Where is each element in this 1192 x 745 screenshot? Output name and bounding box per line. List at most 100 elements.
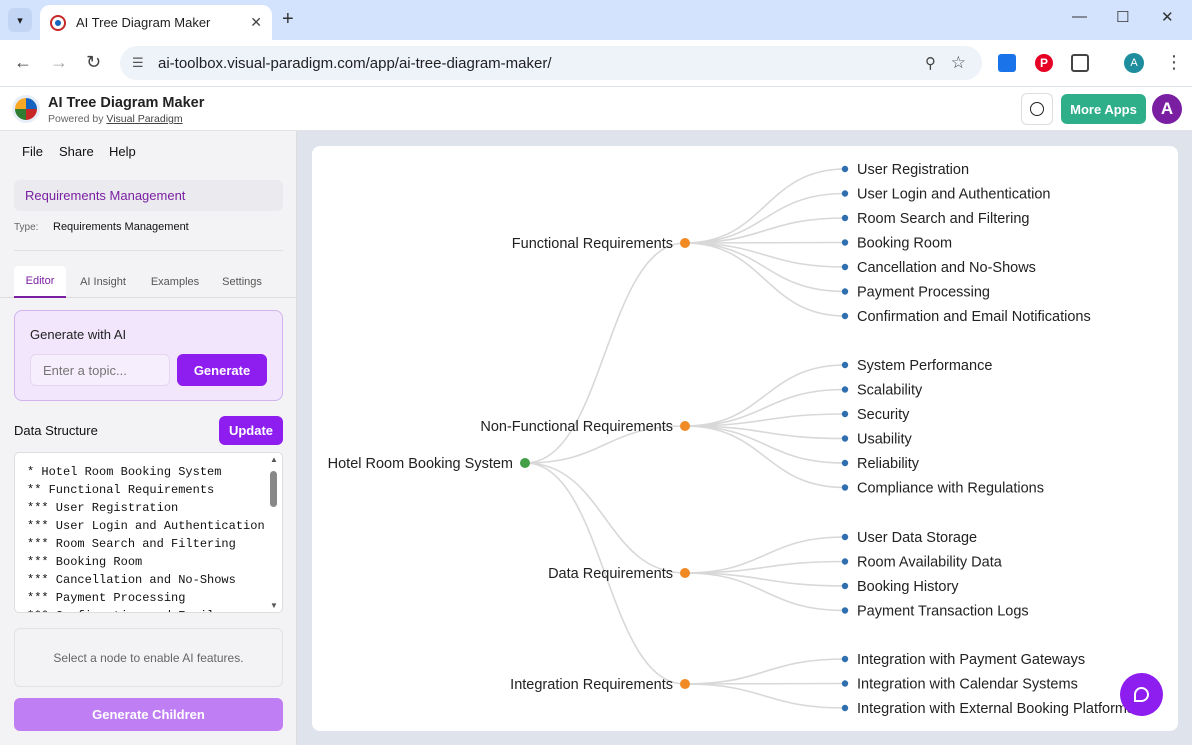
leaf-node-label[interactable]: Security [857,407,910,423]
branch-node-dot[interactable] [680,238,690,248]
more-apps-button[interactable]: More Apps [1061,94,1146,124]
branch-node-dot[interactable] [680,421,690,431]
leaf-node-dot[interactable] [841,607,849,614]
leaf-node-label[interactable]: Cancellation and No-Shows [857,260,1036,276]
root-node-dot[interactable] [520,458,530,468]
leaf-node-label[interactable]: Usability [857,432,913,448]
leaf-node-dot[interactable] [841,435,849,442]
leaf-node-dot[interactable] [841,165,849,173]
user-avatar[interactable]: A [1152,94,1182,124]
leaf-node-label[interactable]: Compliance with Regulations [857,481,1044,497]
leaf-node-label[interactable]: Integration with Payment Gateways [857,652,1085,668]
bookmark-star-icon[interactable]: ☆ [950,53,966,72]
forward-icon[interactable]: → [50,52,68,72]
leaf-node-dot[interactable] [841,263,849,271]
url-text[interactable]: ai-toolbox.visual-paradigm.com/app/ai-tr… [158,54,552,72]
site-settings-icon[interactable]: ☰ [132,55,144,70]
minimize-icon[interactable]: — [1072,8,1087,25]
leaf-node-label[interactable]: Reliability [857,456,920,472]
leaf-node-dot[interactable] [841,386,849,393]
branch-node-label[interactable]: Non-Functional Requirements [480,419,673,435]
menu-file[interactable]: File [22,144,43,159]
leaf-node-label[interactable]: Payment Transaction Logs [857,604,1029,620]
generate-children-button[interactable]: Generate Children [14,698,283,731]
window-close-icon[interactable]: ✕ [1161,9,1174,26]
leaf-node-label[interactable]: Room Availability Data [857,555,1003,571]
leaf-node-dot[interactable] [841,484,849,491]
update-button[interactable]: Update [219,416,283,445]
leaf-node-dot[interactable] [841,361,849,369]
leaf-node-dot[interactable] [841,704,849,712]
branch-node-dot[interactable] [680,679,690,689]
leaf-node-label[interactable]: Booking Room [857,236,952,252]
reload-icon[interactable]: ↻ [86,52,102,72]
menu-help[interactable]: Help [109,144,136,159]
branch-link [684,658,846,685]
extensions-puzzle-icon[interactable] [1071,54,1089,72]
browser-menu-icon[interactable]: ⋮ [1165,52,1183,72]
visual-paradigm-link[interactable]: Visual Paradigm [106,113,183,125]
scroll-up-icon[interactable]: ▲ [270,455,278,464]
leaf-node-dot[interactable] [841,214,849,222]
maximize-icon[interactable]: ☐ [1116,9,1130,26]
leaf-node-label[interactable]: Scalability [857,383,923,399]
data-structure-editor[interactable]: * Hotel Room Booking System ** Functiona… [14,452,283,613]
extension-doc-icon[interactable] [998,54,1016,72]
leaf-node-dot[interactable] [841,459,849,467]
branch-node-dot[interactable] [680,568,690,578]
leaf-node-label[interactable]: Booking History [857,579,959,595]
leaf-node-dot[interactable] [841,288,849,295]
leaf-node-dot[interactable] [841,190,849,197]
tab-close-icon[interactable]: ✕ [250,14,262,30]
topic-input[interactable] [30,354,170,386]
leaf-node-dot[interactable] [841,655,849,663]
leaf-node-dot[interactable] [841,558,849,565]
chat-button[interactable] [1120,673,1163,716]
leaf-node-dot[interactable] [841,582,849,590]
leaf-node-label[interactable]: User Registration [857,162,969,178]
browser-profile-avatar[interactable]: A [1124,53,1144,73]
tab-settings[interactable]: Settings [222,276,262,288]
leaf-node-label[interactable]: Integration with Calendar Systems [857,677,1078,693]
leaf-node-dot[interactable] [841,680,849,687]
tab-examples[interactable]: Examples [150,276,200,288]
branch-node-label[interactable]: Integration Requirements [510,677,673,693]
zoom-icon[interactable]: ⚲ [925,55,936,72]
diagram-name-field[interactable]: Requirements Management [14,180,283,211]
leaf-node-label[interactable]: Payment Processing [857,285,990,301]
leaf-node-label[interactable]: Confirmation and Email Notifications [857,309,1091,325]
data-structure-text[interactable]: * Hotel Room Booking System ** Functiona… [27,465,265,612]
tab-editor[interactable]: Editor [14,266,66,298]
new-tab-icon[interactable]: + [282,8,294,30]
leaf-node-dot[interactable] [841,239,849,246]
back-icon[interactable]: ← [14,52,32,72]
leaf-node-dot[interactable] [841,533,849,541]
branch-node-label[interactable]: Data Requirements [548,566,673,582]
menu-share[interactable]: Share [59,144,94,159]
leaf-node-label[interactable]: User Login and Authentication [857,187,1050,203]
omnibox[interactable]: ☰ ai-toolbox.visual-paradigm.com/app/ai-… [120,46,982,80]
root-link [524,462,686,685]
leaf-node-label[interactable]: Integration with External Booking Platfo… [857,701,1134,717]
leaf-node-dot[interactable] [841,312,849,320]
branch-link [684,242,846,317]
tab-search-icon[interactable]: ▾ [8,8,32,32]
scroll-down-icon[interactable]: ▼ [270,601,278,610]
language-button[interactable] [1021,93,1053,125]
branch-link [684,242,846,293]
tab-ai-insight[interactable]: AI Insight [80,276,126,288]
browser-tab[interactable]: AI Tree Diagram Maker ✕ [40,5,272,40]
root-node-label[interactable]: Hotel Room Booking System [328,456,513,472]
leaf-node-label[interactable]: System Performance [857,358,992,374]
scroll-thumb[interactable] [270,471,277,507]
leaf-node-label[interactable]: User Data Storage [857,530,977,546]
leaf-node-dot[interactable] [841,410,849,418]
branch-node-label[interactable]: Functional Requirements [512,236,673,252]
generate-button[interactable]: Generate [177,354,267,386]
leaf-node-label[interactable]: Room Search and Filtering [857,211,1029,227]
branch-link [684,683,846,709]
editor-scrollbar[interactable]: ▲ ▼ [268,455,280,610]
pinterest-icon[interactable]: P [1035,54,1053,72]
